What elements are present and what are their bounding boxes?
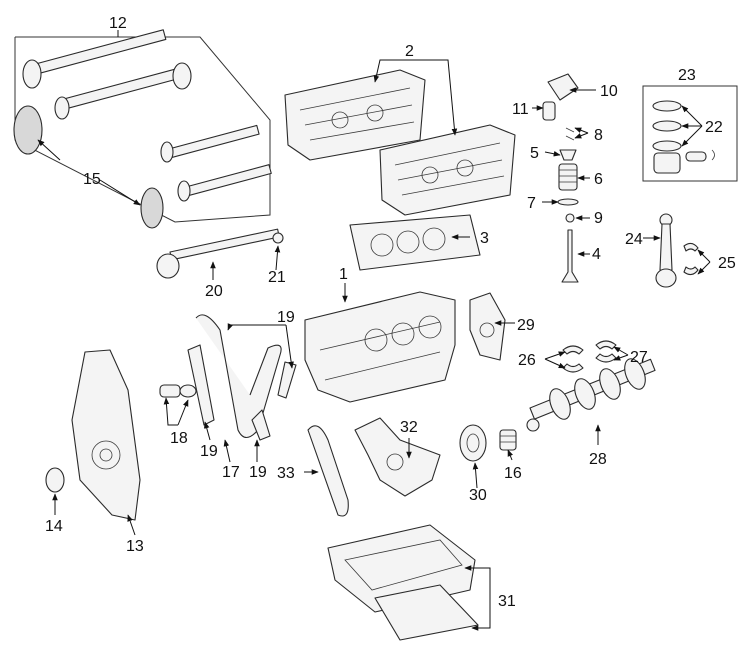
main-bearing-26b	[562, 363, 584, 373]
main-bearing-27a	[595, 340, 617, 350]
cylinder-head-left	[284, 69, 426, 161]
callout-14: 14	[45, 518, 63, 535]
callout-3: 3	[480, 230, 489, 247]
callout-28: 28	[589, 451, 607, 468]
cam-sprocket-15b	[140, 187, 164, 229]
connecting-rod	[655, 213, 699, 288]
callout-5: 5	[530, 145, 539, 162]
callout-25: 25	[718, 255, 736, 272]
leader-lines	[37, 30, 711, 631]
engine-block	[304, 291, 456, 403]
piston-ring-1	[652, 100, 682, 112]
callout-22: 22	[705, 119, 723, 136]
callout-31: 31	[498, 593, 516, 610]
harmonic-balancer	[459, 424, 487, 462]
callout-1: 1	[339, 266, 348, 283]
callout-26: 26	[518, 352, 536, 369]
callout-19-top: 19	[277, 309, 295, 326]
camshaft-middle	[54, 68, 180, 120]
camshaft-lower-a	[160, 124, 260, 163]
callout-19-left: 19	[200, 443, 218, 460]
shaft-bolt	[272, 232, 284, 244]
callout-20: 20	[205, 283, 223, 300]
crank-sprocket	[499, 429, 517, 451]
callout-12: 12	[109, 15, 127, 32]
timing-chain	[195, 314, 282, 439]
chain-guide-left	[187, 344, 215, 426]
callout-18: 18	[170, 430, 188, 447]
callout-30: 30	[469, 487, 487, 504]
callout-6: 6	[594, 171, 603, 188]
cylinder-head-right	[379, 124, 516, 216]
main-bearing-27b	[595, 353, 617, 363]
valve-spring-retainer	[559, 149, 577, 161]
piston-kit-box	[642, 85, 738, 182]
callout-13: 13	[126, 538, 144, 555]
balance-shaft	[156, 228, 284, 279]
callout-16: 16	[504, 465, 522, 482]
crank-seal	[45, 467, 65, 493]
oil-pan-gasket	[374, 584, 479, 641]
callout-29: 29	[517, 317, 535, 334]
piston-ring-2	[652, 120, 682, 132]
callout-7: 7	[527, 195, 536, 212]
cam-sprocket-15a	[13, 105, 43, 155]
piston-ring-3	[652, 140, 682, 152]
head-gasket	[349, 214, 481, 271]
callout-27: 27	[630, 349, 648, 366]
camshaft-group	[13, 29, 272, 229]
chain-guide-right	[277, 361, 297, 399]
callout-17: 17	[222, 464, 240, 481]
callout-23: 23	[678, 67, 696, 84]
piston-pin	[685, 151, 707, 162]
cam-sprocket-right	[172, 62, 192, 90]
valve	[561, 229, 579, 283]
callout-15: 15	[83, 171, 101, 188]
callout-labels: 12 2 23 10 11 22 8 5 6 15 7 9 3 24 4 25 …	[45, 15, 736, 610]
crankshaft	[526, 358, 656, 432]
callout-21: 21	[268, 269, 286, 286]
callout-9: 9	[594, 210, 603, 227]
callout-4: 4	[592, 246, 601, 263]
callout-33: 33	[277, 465, 295, 482]
lifter	[542, 101, 556, 121]
rear-cover-plate	[469, 292, 506, 361]
camshaft-upper-left	[22, 29, 167, 89]
chain-guide-lower	[251, 409, 271, 441]
callout-19-bottom: 19	[249, 464, 267, 481]
callout-24: 24	[625, 231, 643, 248]
valve-keepers	[565, 127, 575, 141]
valve-spring-seat	[557, 198, 579, 206]
chain-tensioner	[159, 384, 197, 398]
drive-belt	[307, 425, 349, 517]
valve-spring	[558, 163, 578, 191]
rod-bearing-lower	[683, 266, 699, 276]
rod-bearing-upper	[683, 242, 699, 252]
rocker-arm	[547, 73, 579, 101]
callout-8: 8	[594, 127, 603, 144]
callout-11: 11	[512, 101, 529, 118]
camshaft-lower-b	[177, 164, 272, 202]
timing-chain-assembly	[187, 314, 297, 441]
piston	[653, 152, 681, 174]
callout-32: 32	[400, 419, 418, 436]
callout-10: 10	[600, 83, 618, 100]
main-bearing-26a	[562, 345, 584, 355]
oil-pump	[354, 417, 441, 497]
pin-clip	[711, 149, 715, 161]
valve-train	[542, 73, 579, 283]
valve-seal	[565, 213, 575, 223]
main-bearings	[562, 340, 617, 373]
piston-ring-kit	[642, 85, 738, 182]
callout-2: 2	[405, 43, 414, 60]
timing-cover	[71, 349, 141, 521]
